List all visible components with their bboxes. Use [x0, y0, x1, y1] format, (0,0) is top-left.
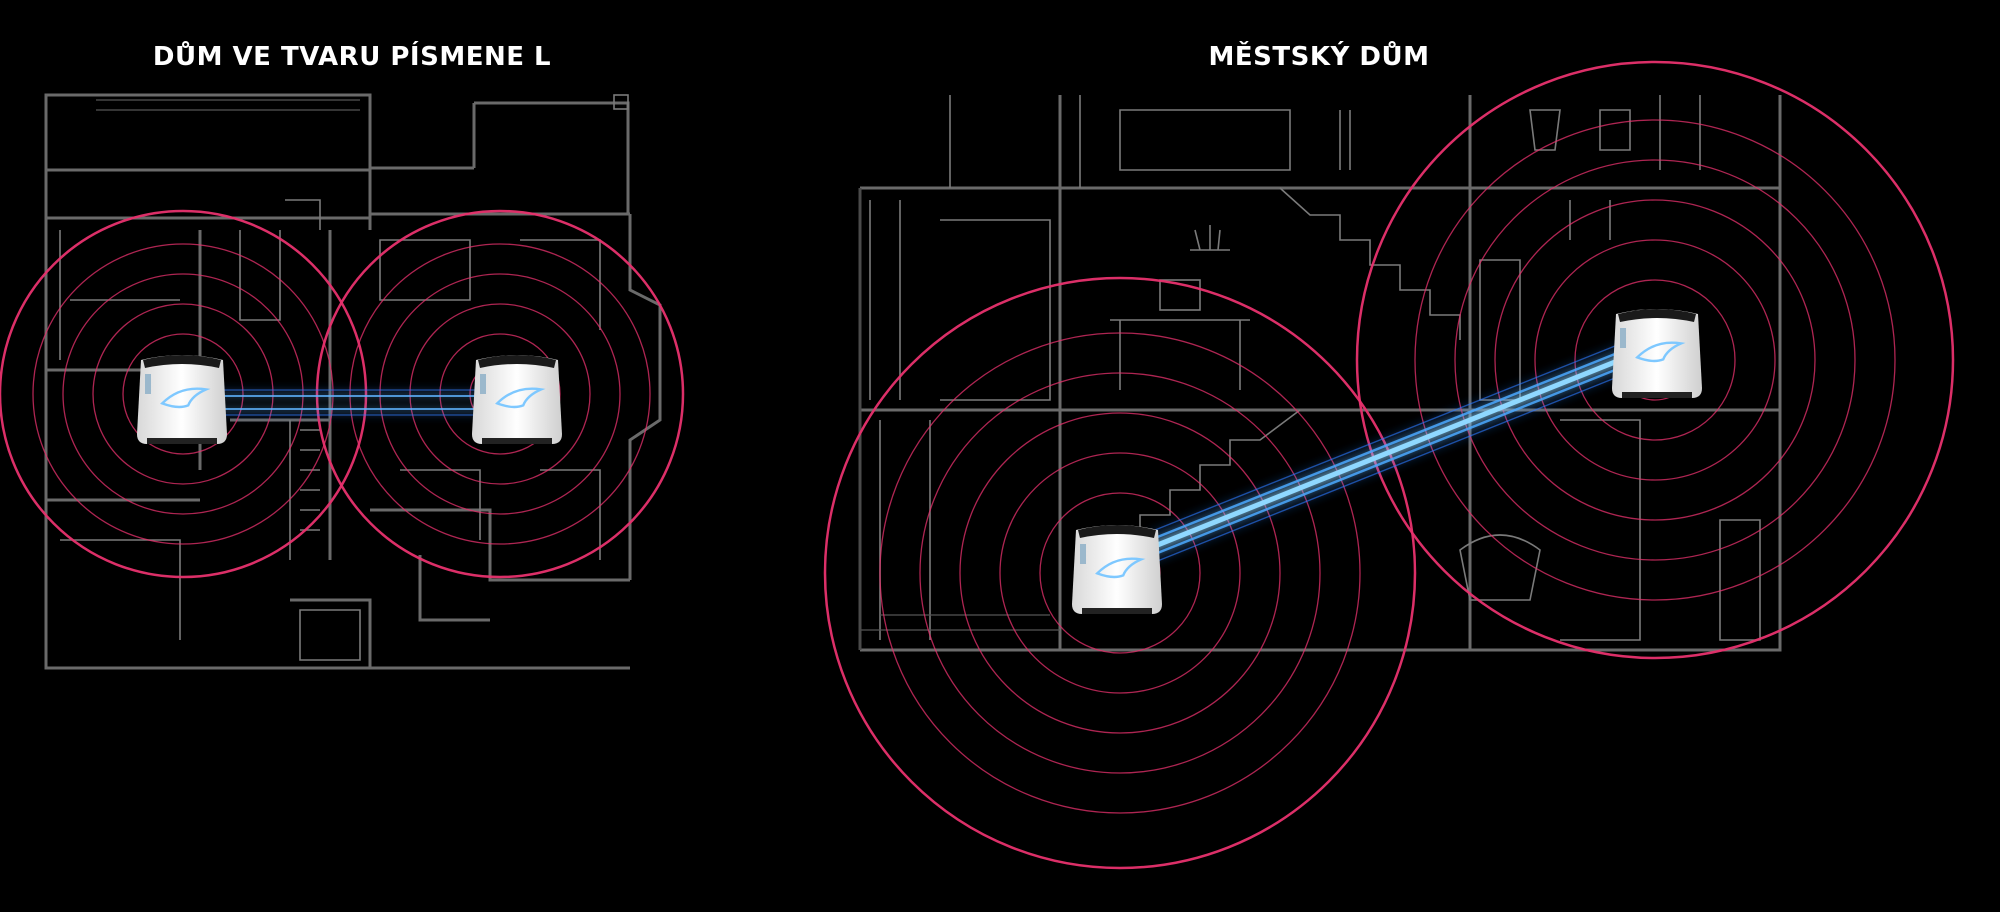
signal-rings-left-a — [0, 209, 368, 579]
signal-ring — [959, 412, 1281, 734]
signal-ring — [1454, 159, 1856, 561]
signal-ring — [1574, 279, 1736, 441]
rog-eye-logo-icon — [160, 387, 211, 409]
signal-ring — [1534, 239, 1776, 481]
signal-ring — [823, 276, 1417, 870]
signal-ring — [0, 209, 368, 579]
signal-ring — [999, 452, 1241, 694]
signal-ring — [1039, 492, 1201, 654]
signal-ring — [919, 372, 1321, 774]
signal-ring — [122, 333, 244, 455]
signal-ring — [879, 332, 1361, 814]
mesh-router-icon — [472, 355, 562, 444]
signal-rings-left-b — [315, 209, 685, 579]
signal-ring — [62, 273, 304, 515]
townhouse-section — [858, 95, 1782, 652]
panel-left-title: DŮM VE TVARU PÍSMENE L — [152, 42, 552, 72]
signal-ring — [92, 303, 274, 485]
signal-ring — [1355, 60, 1955, 660]
mesh-router-icon — [137, 355, 227, 444]
rog-eye-logo-icon — [1635, 341, 1686, 363]
signal-rings-right-a — [823, 276, 1417, 870]
signal-ring — [32, 243, 334, 545]
backhaul-beam-right — [1149, 341, 1626, 565]
mesh-router-icon — [1612, 309, 1702, 398]
signal-ring — [349, 243, 651, 545]
mesh-router-icon — [1072, 525, 1162, 614]
signal-ring — [409, 303, 591, 485]
rog-eye-logo-icon — [495, 387, 546, 409]
signal-ring — [315, 209, 685, 579]
signal-ring — [439, 333, 561, 455]
signal-ring — [1414, 119, 1896, 601]
backhaul-beam-left — [215, 389, 480, 416]
rog-eye-logo-icon — [1095, 557, 1146, 579]
signal-ring — [1494, 199, 1816, 521]
l-house-floorplan — [44, 93, 662, 670]
panel-right-title: MĚSTSKÝ DŮM — [1208, 42, 1430, 72]
signal-ring — [379, 273, 621, 515]
